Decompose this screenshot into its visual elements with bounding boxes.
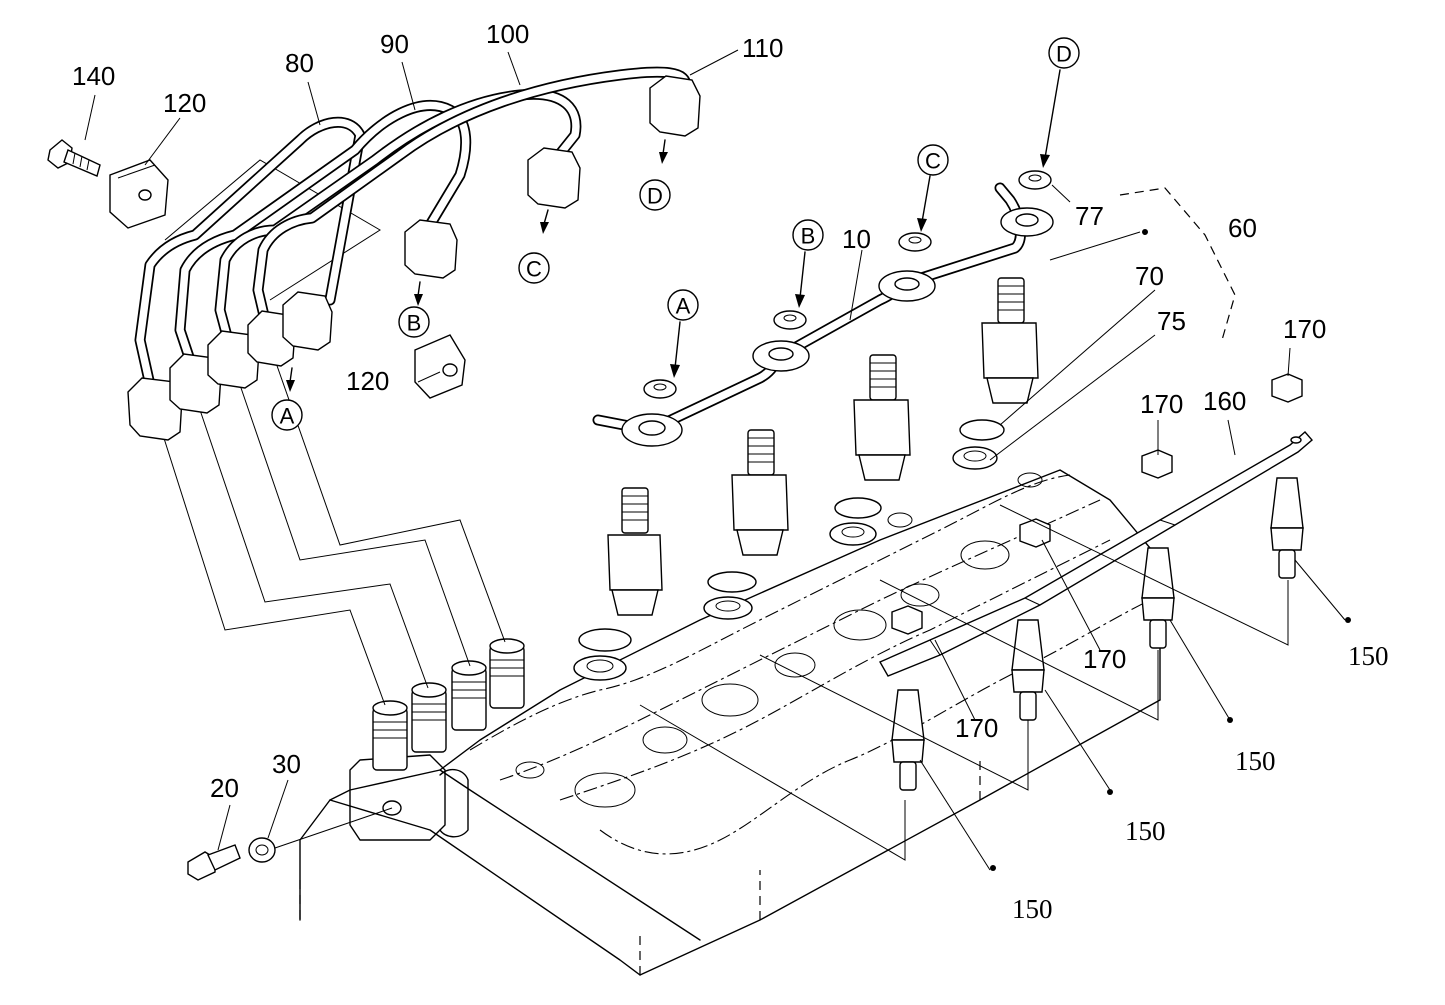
glow-nut-3	[1141, 449, 1173, 479]
banjo-2	[752, 340, 810, 372]
svg-text:D: D	[647, 184, 663, 209]
svg-text:A: A	[280, 404, 295, 429]
callout-30: 30	[272, 749, 301, 779]
banjo-1	[621, 413, 683, 447]
leader-lines	[84, 49, 1351, 871]
glow-plug-3	[1141, 547, 1175, 649]
pipe-nut-1	[127, 377, 183, 441]
connector-c2: C	[917, 144, 949, 176]
callout-110: 110	[742, 33, 783, 63]
callout-170-a: 170	[1283, 314, 1326, 344]
glow-plug-4	[1270, 477, 1304, 579]
svg-text:B: B	[407, 311, 422, 336]
banjo-3	[878, 270, 936, 302]
connector-b1: B	[398, 306, 430, 338]
svg-text:D: D	[1056, 42, 1072, 67]
cylinder-head	[299, 469, 1161, 976]
leak-off-pipe	[592, 170, 1054, 447]
outlet-4	[489, 638, 525, 709]
connector-a2: A	[667, 289, 699, 321]
nozzle-4	[952, 277, 1039, 470]
fitting-20	[187, 844, 241, 881]
callout-150-a: 150	[1348, 641, 1389, 671]
pipe-clamps	[47, 139, 466, 399]
pipe-nut-d	[649, 75, 701, 137]
pipe-nut-5	[282, 291, 333, 351]
callout-100: 100	[486, 19, 529, 49]
connector-b2: B	[792, 219, 824, 251]
callout-140: 140	[72, 61, 115, 91]
connector-d2: D	[1048, 37, 1080, 69]
callout-170-b: 170	[1140, 389, 1183, 419]
washer-30	[248, 837, 276, 863]
fitting	[187, 807, 393, 881]
pump-outlets	[372, 638, 525, 771]
callout-150-c: 150	[1125, 816, 1166, 846]
callout-70: 70	[1135, 261, 1164, 291]
callout-160: 160	[1203, 386, 1246, 416]
connector-c1: C	[518, 252, 550, 284]
pipe-nut-c	[527, 147, 581, 209]
callout-120-lower: 120	[346, 366, 389, 396]
glow-plug-1	[891, 689, 925, 791]
injection-pipes	[127, 66, 701, 441]
svg-text:C: C	[925, 149, 941, 174]
connector-arrows	[286, 69, 1061, 392]
clamp-bolt	[47, 139, 101, 177]
pipe-nut-3	[207, 330, 260, 389]
callout-120-upper: 120	[163, 88, 206, 118]
banjo-nut-4	[1018, 170, 1052, 190]
banjo-4	[1000, 207, 1054, 237]
callout-170-c: 170	[1083, 644, 1126, 674]
glow-nut-4	[1271, 373, 1303, 403]
glow-plug-2	[1011, 619, 1045, 721]
outlet-2	[411, 682, 447, 753]
callout-75: 75	[1157, 306, 1186, 336]
callout-170-d: 170	[955, 713, 998, 743]
callout-77: 77	[1075, 201, 1104, 231]
nozzle-2	[703, 429, 789, 620]
callout-20: 20	[210, 773, 239, 803]
svg-text:A: A	[676, 294, 691, 319]
callout-90: 90	[380, 29, 409, 59]
connector-a1: A	[271, 399, 303, 431]
svg-text:B: B	[801, 224, 816, 249]
group-bracket-60	[1119, 187, 1236, 341]
clamp-upper	[109, 159, 169, 229]
glow-nut-2	[1019, 518, 1051, 548]
callout-60: 60	[1228, 213, 1257, 243]
glow-nut-1	[891, 605, 923, 635]
callout-10: 10	[842, 224, 871, 254]
bundle-leaders	[161, 159, 506, 706]
outlet-3	[451, 660, 487, 731]
banjo-nut-3	[898, 232, 932, 252]
nozzle-3	[829, 354, 911, 546]
glow-plugs	[891, 373, 1304, 791]
banjo-nut-2	[773, 310, 807, 330]
svg-text:C: C	[526, 257, 542, 282]
connector-d1: D	[639, 179, 671, 211]
banjo-nut-1	[643, 379, 677, 399]
callout-150-d: 150	[1012, 894, 1053, 924]
clamp-lower	[414, 334, 466, 399]
injection-nozzles	[573, 277, 1039, 681]
nozzle-1	[573, 487, 663, 681]
pipe-nut-b	[404, 219, 458, 279]
callout-80: 80	[285, 48, 314, 78]
glow-plug-lead	[879, 431, 1313, 677]
outlet-1	[372, 700, 408, 771]
callout-labels: 140 120 80 90 100 110 10 77 60 70 75 120…	[72, 19, 1389, 924]
callout-150-b: 150	[1235, 746, 1276, 776]
